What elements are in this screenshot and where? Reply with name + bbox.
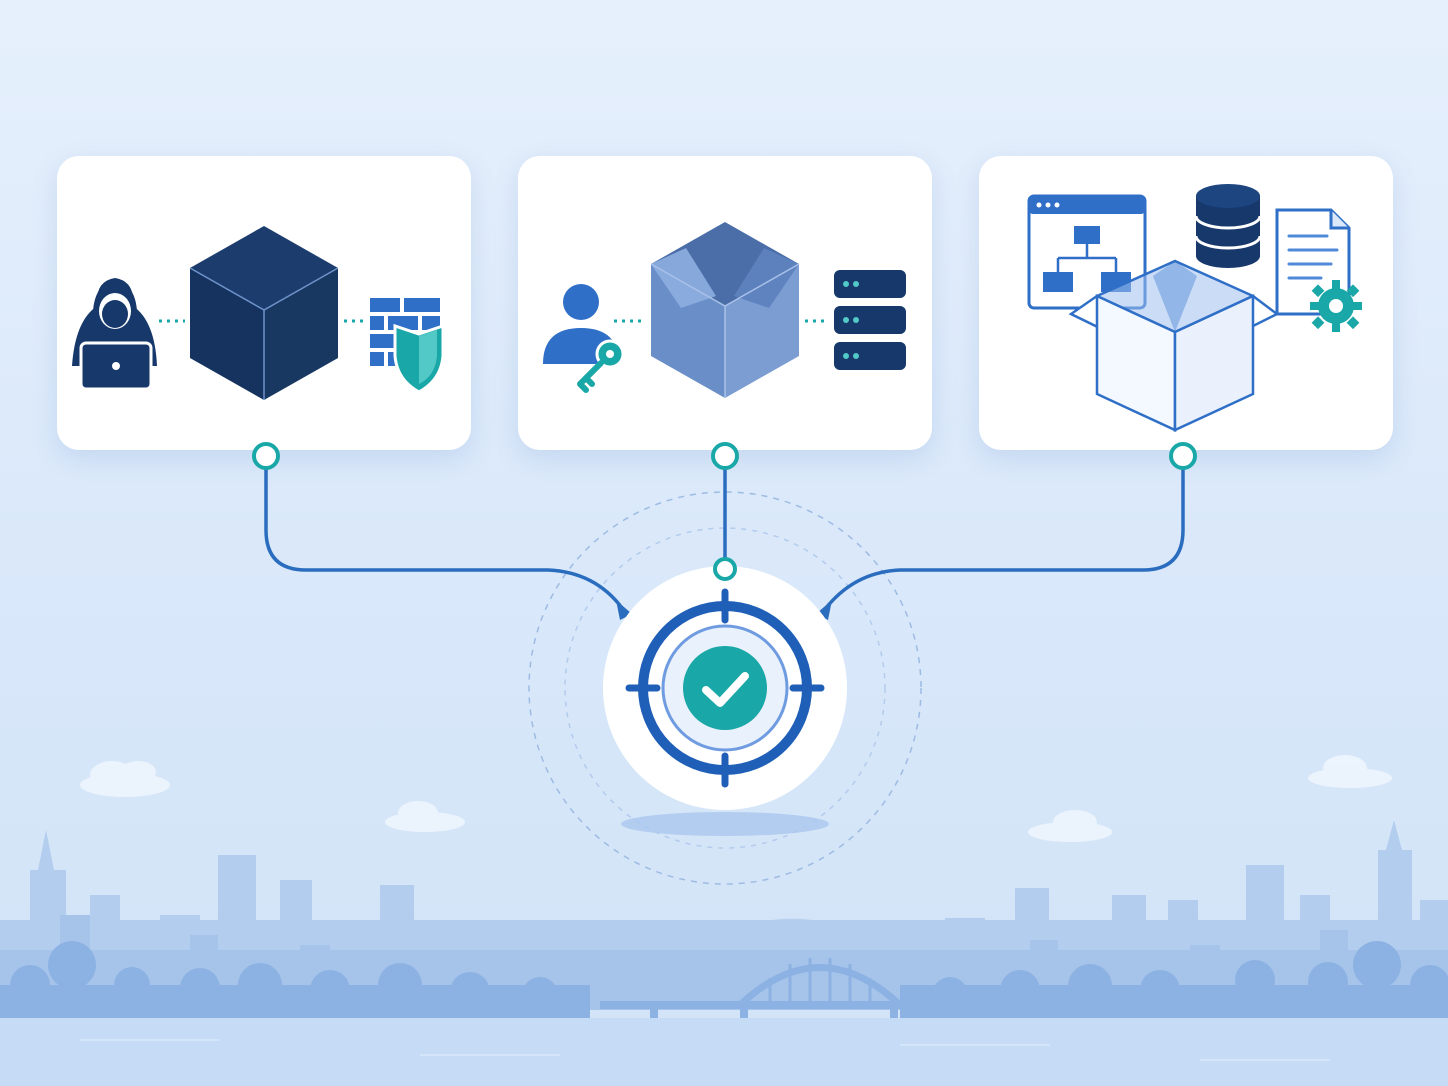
server-stack-icon: [834, 270, 906, 370]
solid-cube-icon: [189, 226, 339, 400]
target-shadow: [621, 812, 829, 836]
open-box-icon: [1068, 259, 1280, 432]
user-key-icon: [543, 284, 625, 393]
cloud-icon: [80, 755, 1392, 842]
config-document-icon: [1275, 208, 1362, 332]
connector-line-left: [264, 468, 624, 610]
connector-line-right: [824, 468, 1185, 610]
firewall-shield-icon: [370, 298, 445, 394]
connector-node: [252, 442, 1197, 470]
hacker-laptop-icon: [72, 278, 157, 391]
water: [0, 1018, 1448, 1086]
database-icon: [1194, 184, 1262, 268]
panel-black-box: [57, 156, 471, 450]
panel-white-box: [979, 156, 1393, 450]
translucent-box-icon: [650, 222, 800, 398]
panel-gray-box: [518, 156, 932, 450]
connector-node: [713, 557, 737, 581]
checkmark-icon: [683, 646, 767, 730]
dashed-ring-inner: [564, 527, 886, 849]
dashed-ring-outer: [528, 491, 922, 885]
